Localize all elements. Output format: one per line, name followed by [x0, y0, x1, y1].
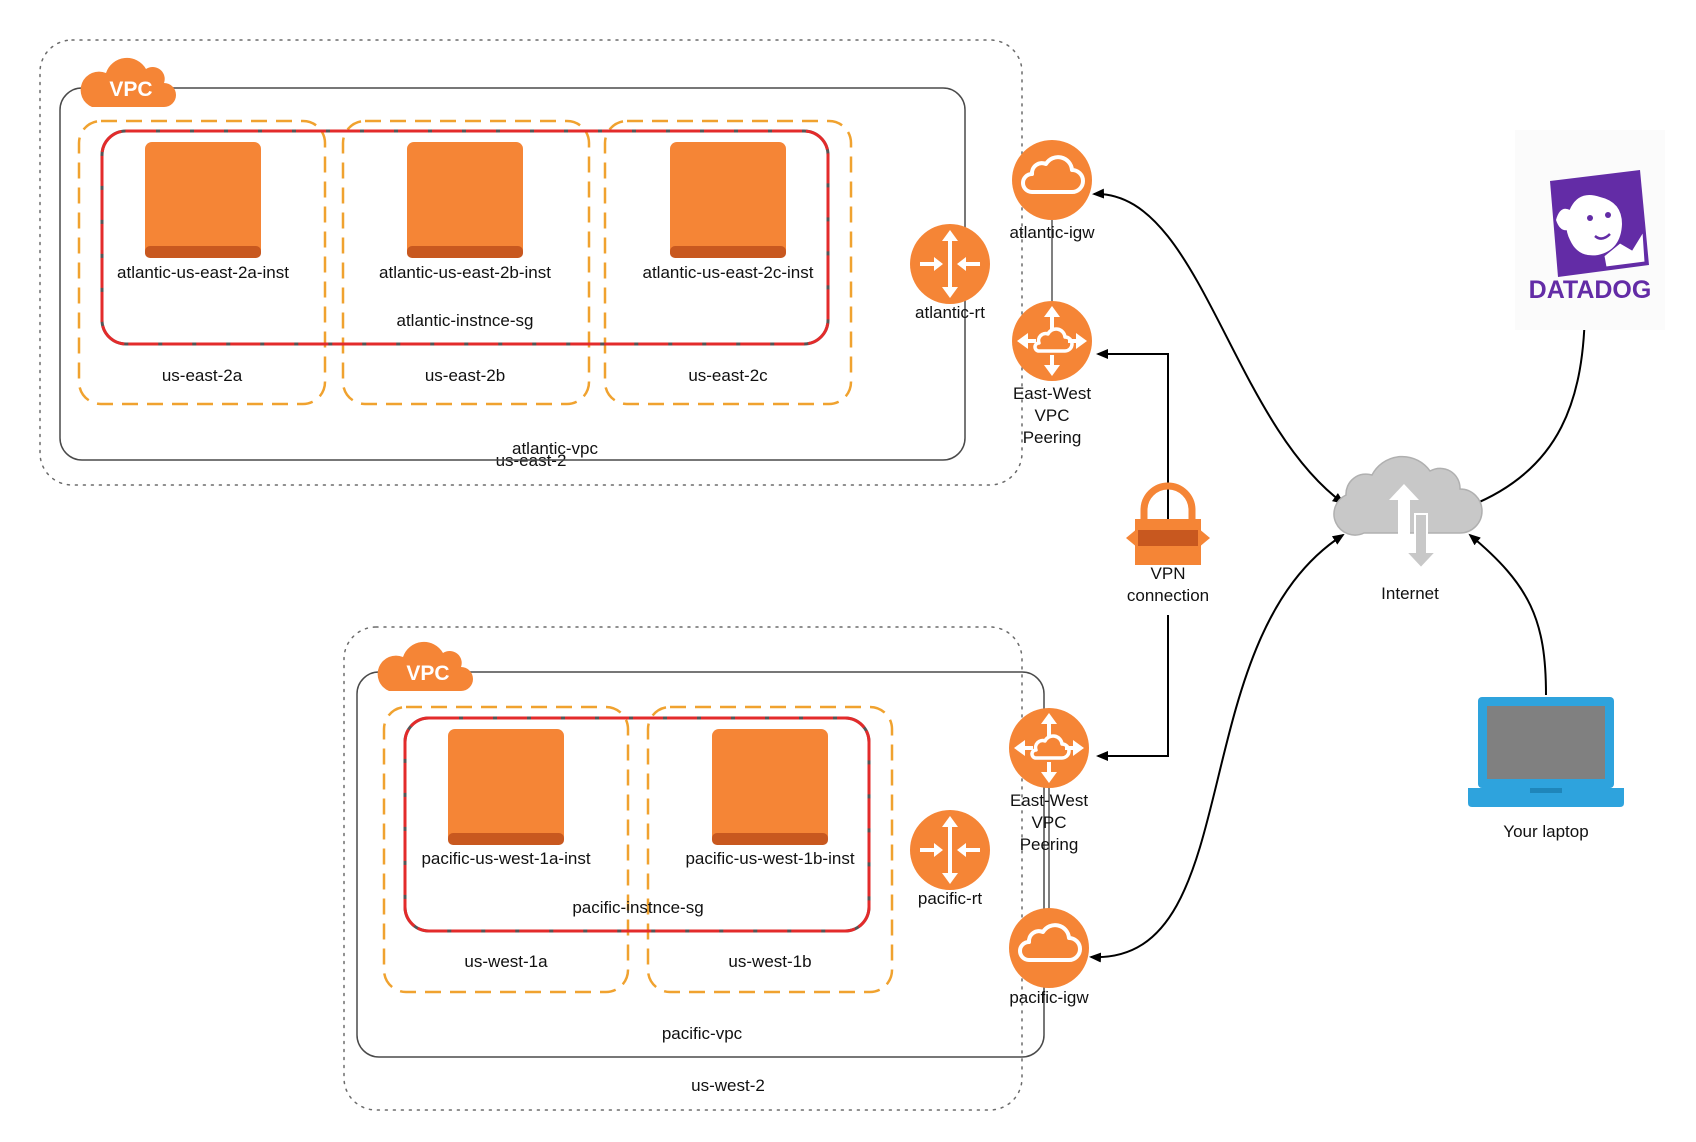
az-us-east-2c — [603, 119, 853, 406]
vpc-peering-icon[interactable] — [1012, 301, 1092, 381]
datadog-label: DATADOG — [1529, 276, 1652, 304]
route-table-label: pacific-rt — [918, 889, 983, 908]
ec2-instance-icon[interactable] — [670, 142, 786, 258]
region-west-label: us-west-2 — [691, 1076, 765, 1095]
internet-label: Internet — [1381, 584, 1439, 603]
vpn-lock-icon[interactable] — [1126, 482, 1210, 565]
region-west-boundary — [343, 626, 1023, 1111]
az-label: us-east-2c — [688, 366, 768, 385]
vpc-cloud-icon — [377, 641, 473, 691]
internet-cloud-icon[interactable] — [1333, 455, 1483, 570]
vpc-cloud-icon — [80, 57, 176, 107]
instance-label: atlantic-us-east-2b-inst — [379, 263, 551, 282]
router-icon[interactable] — [910, 810, 990, 890]
peering-label: VPC — [1035, 406, 1070, 425]
security-group-label: atlantic-instnce-sg — [396, 311, 533, 330]
ec2-instance-icon[interactable] — [712, 729, 828, 845]
az-us-west-1b — [646, 705, 894, 994]
az-us-east-2b — [341, 119, 591, 406]
security-group-label: pacific-instnce-sg — [572, 898, 703, 917]
ec2-instance-icon[interactable] — [145, 142, 261, 258]
az-us-east-2a — [77, 119, 327, 406]
region-us-east-2: us-east-2 VPC atlantic-vpc us-east-2a us… — [39, 39, 1095, 486]
vpn-label: VPN — [1151, 564, 1186, 583]
igw-internet-link-west — [1089, 533, 1345, 963]
route-table-label: atlantic-rt — [915, 303, 985, 322]
peering-label: VPC — [1032, 813, 1067, 832]
instance-label: pacific-us-west-1b-inst — [685, 849, 854, 868]
az-label: us-east-2b — [425, 366, 505, 385]
vpc-west-badge: VPC — [406, 662, 449, 685]
peering-label: East-West — [1013, 384, 1091, 403]
vpc-east-label: atlantic-vpc — [512, 439, 598, 458]
laptop-label: Your laptop — [1503, 822, 1588, 841]
peering-label: Peering — [1023, 428, 1082, 447]
cloud-gateway-icon[interactable] — [1012, 140, 1092, 220]
az-label: us-east-2a — [162, 366, 243, 385]
instance-label: pacific-us-west-1a-inst — [421, 849, 590, 868]
vpn-label: connection — [1127, 586, 1209, 605]
internet-datadog-link — [1469, 300, 1590, 507]
security-group-west — [403, 716, 871, 933]
cloud-gateway-icon[interactable] — [1009, 908, 1089, 988]
security-group-east — [100, 129, 830, 346]
vpc-west-label: pacific-vpc — [662, 1024, 743, 1043]
vpc-west-boundary — [356, 671, 1045, 1058]
region-east-boundary — [39, 39, 1023, 486]
az-label: us-west-1b — [728, 952, 811, 971]
ec2-instance-icon[interactable] — [448, 729, 564, 845]
igw-internet-link-east — [1092, 188, 1345, 505]
instance-label: atlantic-us-east-2c-inst — [642, 263, 813, 282]
laptop-internet-link — [1468, 533, 1547, 696]
vpn-connection-line — [1096, 615, 1169, 761]
igw-label: pacific-igw — [1009, 988, 1089, 1007]
ec2-instance-icon[interactable] — [407, 142, 523, 258]
instance-label: atlantic-us-east-2a-inst — [117, 263, 289, 282]
datadog-logo: DATADOG — [1515, 130, 1665, 330]
az-label: us-west-1a — [464, 952, 548, 971]
vpc-east-badge: VPC — [109, 78, 152, 101]
az-us-west-1a — [382, 705, 630, 994]
laptop-icon[interactable] — [1468, 697, 1624, 807]
router-icon[interactable] — [910, 224, 990, 304]
peering-label: East-West — [1010, 791, 1088, 810]
peering-label: Peering — [1020, 835, 1079, 854]
vpc-peering-icon[interactable] — [1009, 708, 1089, 788]
igw-label: atlantic-igw — [1009, 223, 1095, 242]
region-us-west-2: us-west-2 VPC pacific-vpc us-west-1a us-… — [343, 626, 1089, 1111]
